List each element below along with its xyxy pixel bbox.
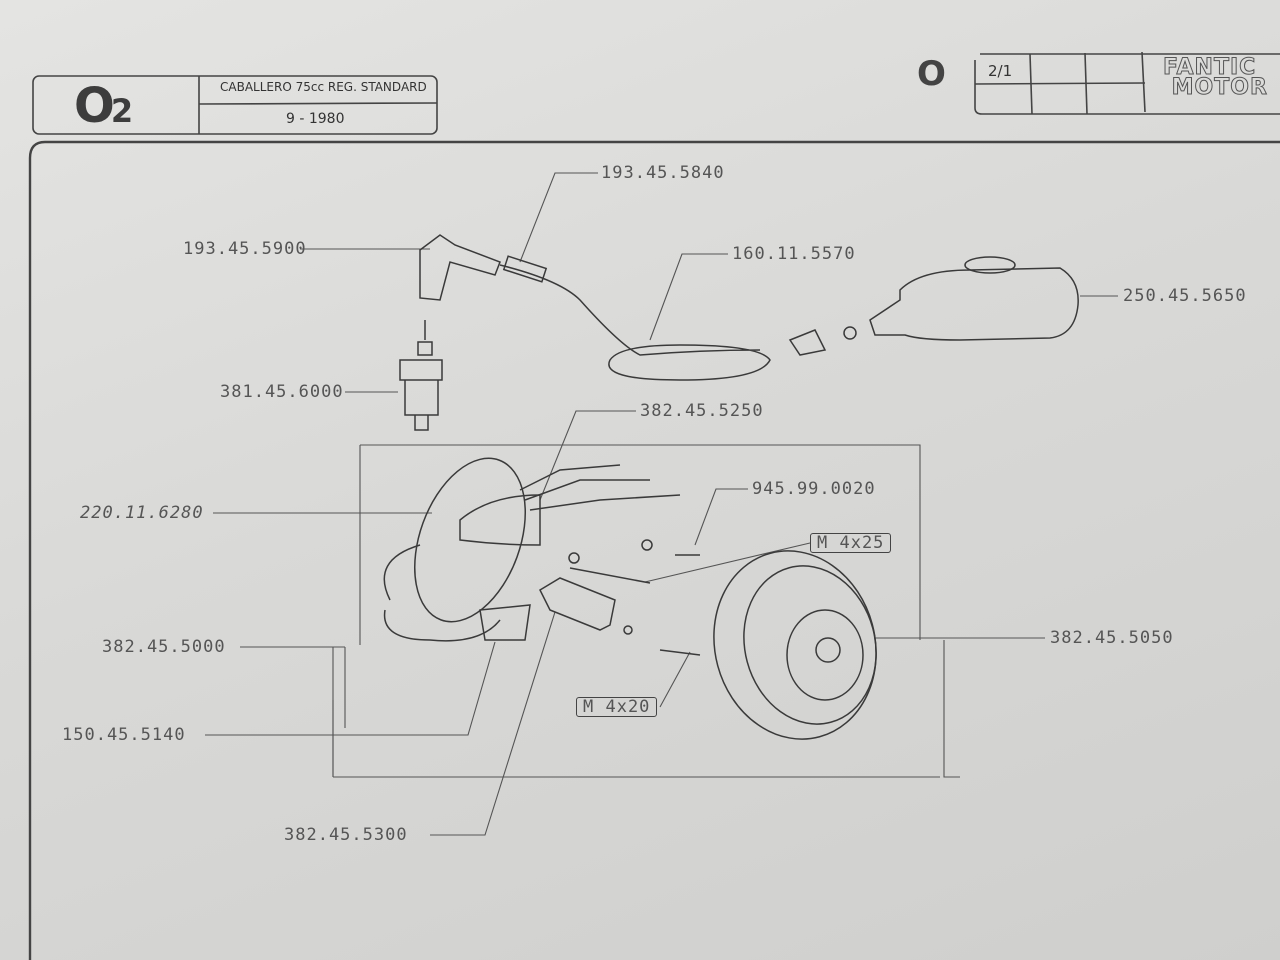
group-number: 2 [110, 92, 133, 130]
part-label: 160.11.5570 [732, 244, 856, 264]
part-label: 150.45.5140 [62, 725, 186, 745]
part-label: 382.45.5250 [640, 401, 764, 421]
part-label: 382.45.5050 [1050, 628, 1174, 648]
part-label: 220.11.6280 [80, 503, 204, 523]
part-label: 193.45.5840 [601, 163, 725, 183]
screw-size-label: M 4x20 [576, 697, 658, 717]
part-label: 945.99.0020 [752, 479, 876, 499]
publication-date: 9 - 1980 [286, 111, 345, 127]
part-label: 381.45.6000 [220, 382, 344, 402]
page-frame [28, 140, 1280, 960]
part-label: 193.45.5900 [183, 239, 307, 259]
part-label: 382.45.5000 [102, 637, 226, 657]
model-title: CABALLERO 75cc REG. STANDARD [220, 80, 427, 94]
group-letter: O [74, 78, 115, 134]
screw-size-label: M 4x25 [810, 533, 892, 553]
header-box [32, 75, 438, 135]
brand-logo: FANTIC MOTOR [1163, 55, 1268, 100]
group-code: O2 [74, 78, 133, 134]
plug-cap-drawing [419, 234, 501, 301]
leader-lines [205, 172, 1118, 836]
section-code: O [917, 54, 946, 94]
part-label: 250.45.5650 [1123, 286, 1247, 306]
page-number: 2/1 [988, 62, 1013, 80]
part-label: 382.45.5300 [284, 825, 408, 845]
